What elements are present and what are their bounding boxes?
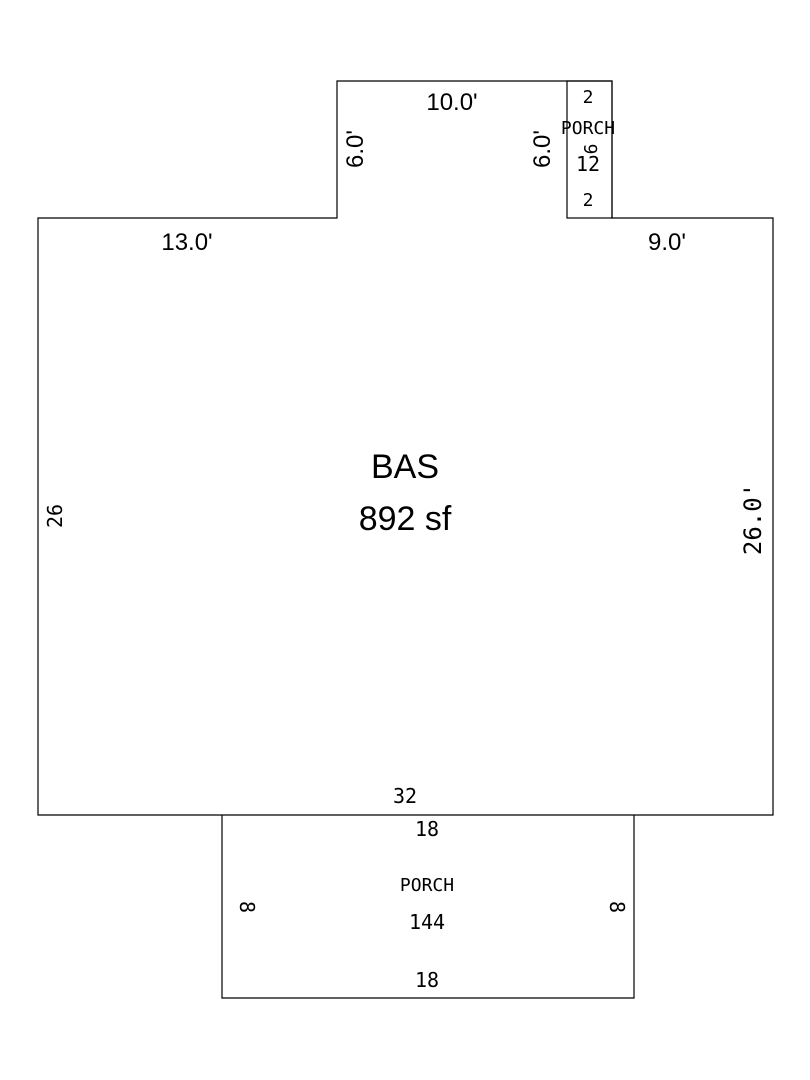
bas-code-label: BAS: [371, 448, 439, 486]
rear-porch-right-length: 8: [605, 901, 629, 913]
small-porch-side-length: 6: [581, 144, 602, 155]
bas-top-right-length: 9.0': [648, 229, 686, 256]
small-porch-bottom-length: 2: [583, 190, 594, 211]
bas-area-label: 892 sf: [359, 500, 452, 538]
bump-out-left-length: 6.0': [342, 130, 369, 168]
rear-porch-label: PORCH: [400, 875, 454, 896]
rear-porch-area: 144: [409, 910, 445, 934]
bump-out-top-length: 10.0': [426, 89, 477, 116]
bas-left-length: 26: [43, 504, 67, 528]
rear-porch-left-length: 8: [235, 901, 259, 913]
small-porch-label: PORCH: [561, 118, 615, 139]
bas-top-left-length: 13.0': [161, 229, 212, 256]
small-porch-top-length: 2: [583, 87, 594, 108]
bas-bottom-length: 32: [393, 784, 417, 808]
small-porch-area: 12: [576, 152, 600, 176]
rear-porch-outline: [221, 815, 635, 999]
bas-right-length: 26.0': [739, 483, 767, 555]
small-porch-outline: [566, 80, 613, 219]
rear-porch-top-length: 18: [415, 817, 439, 841]
rear-porch-bottom-length: 18: [415, 968, 439, 992]
bump-out-right-length: 6.0': [529, 130, 556, 168]
